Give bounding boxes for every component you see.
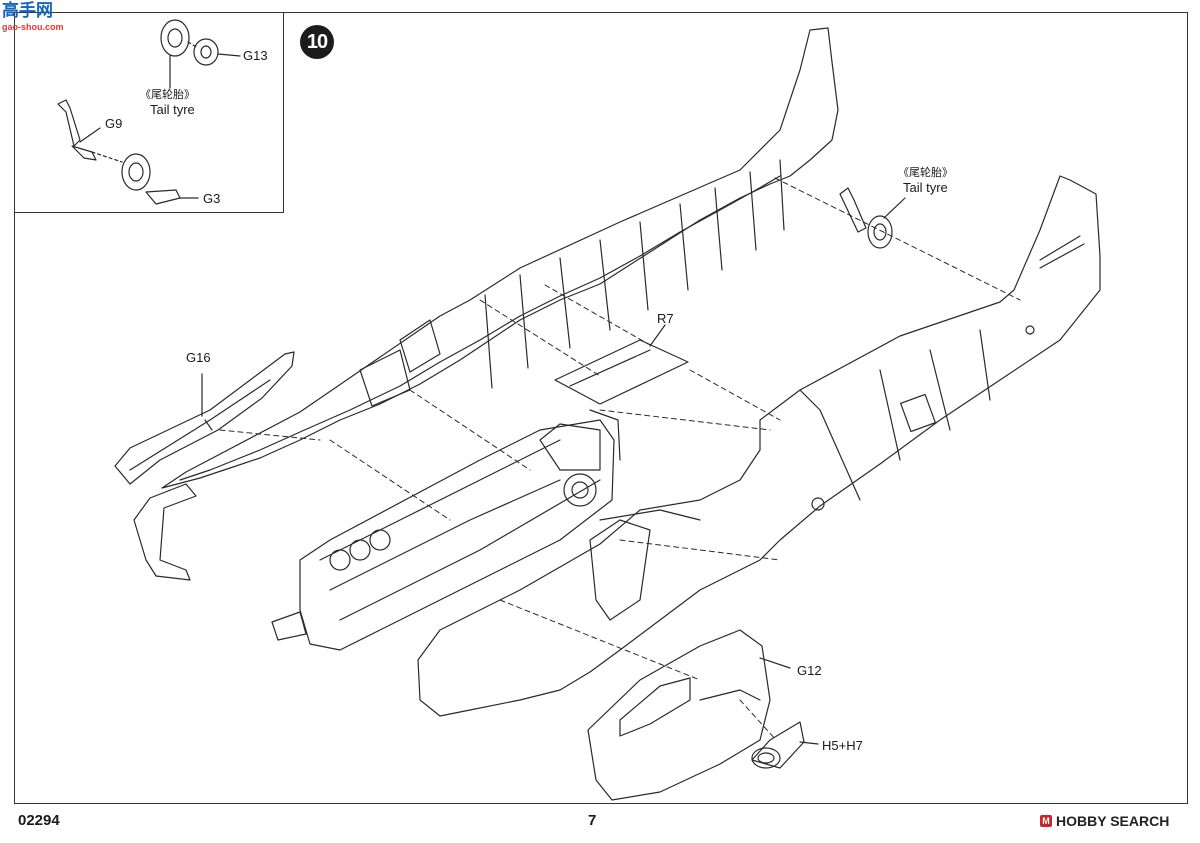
- left-fuselage-half: [133, 27, 839, 581]
- brand-text: HOBBY SEARCH: [1056, 813, 1170, 829]
- part-r7-floor: [554, 324, 689, 405]
- watermark-title: 高手网: [2, 1, 53, 20]
- part-g16-panel: [114, 351, 295, 485]
- inset-tail-wheel-drawing: [57, 19, 241, 205]
- inset-tail-tyre-cn: 《尾轮胎》: [140, 89, 195, 101]
- label-g9: G9: [105, 116, 123, 131]
- kit-code: 02294: [18, 812, 60, 829]
- part-h5-h7: [751, 721, 819, 769]
- hobby-search-logo: M HOBBY SEARCH: [1040, 813, 1169, 829]
- step-number-badge: 10: [300, 25, 334, 59]
- part-g12-cowling: [587, 629, 791, 801]
- main-tail-tyre-label: Tail tyre: [903, 180, 948, 195]
- main-tail-tyre-cn: 《尾轮胎》: [898, 167, 953, 179]
- label-g13: G13: [243, 48, 268, 63]
- label-h5-h7: H5+H7: [822, 738, 863, 753]
- engine-block: [271, 409, 621, 651]
- page-number: 7: [588, 812, 597, 829]
- label-g16: G16: [186, 350, 211, 365]
- label-g3: G3: [203, 191, 221, 206]
- label-r7: R7: [657, 311, 674, 326]
- watermark-logo: 高手网 gao-shou.com: [2, 2, 64, 36]
- hobby-search-icon: M: [1040, 815, 1052, 827]
- inset-tail-tyre-label: Tail tyre: [150, 102, 195, 117]
- watermark-url: gao-shou.com: [2, 22, 64, 32]
- right-fuselage-half: [417, 175, 1101, 717]
- tail-wheel-assembly: [839, 187, 906, 249]
- page-frame: [14, 12, 1188, 804]
- label-g12: G12: [797, 663, 822, 678]
